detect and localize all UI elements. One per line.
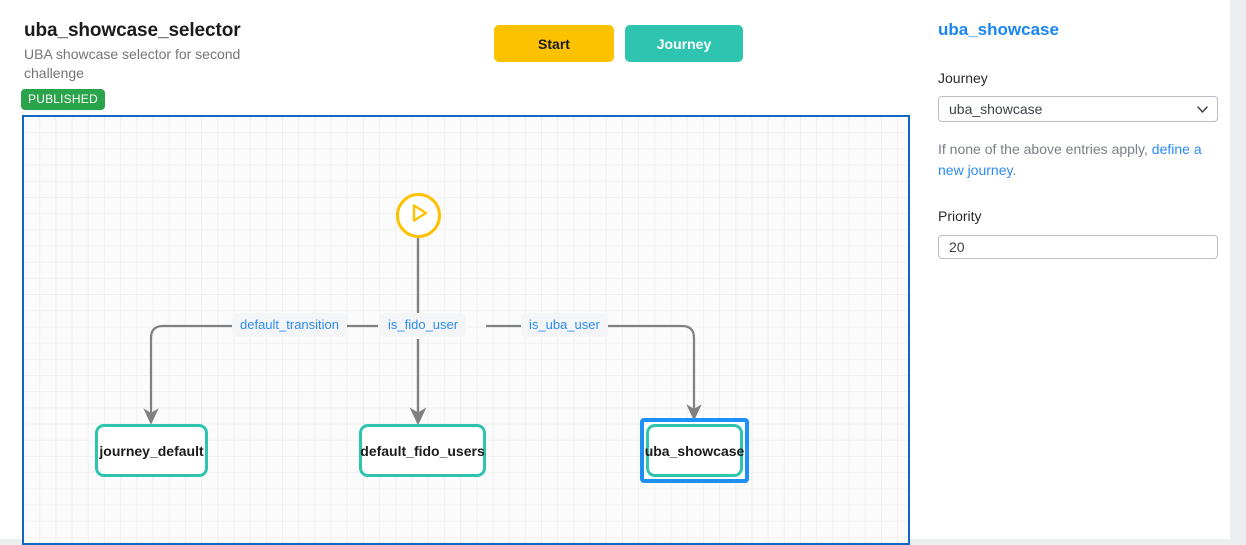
journey-hint: If none of the above entries apply, defi… [938,139,1223,181]
journey-hint-suffix: . [1012,162,1017,178]
page-subtitle: UBA showcase selector for second challen… [24,46,241,81]
journey-select[interactable]: uba_showcase [938,96,1218,122]
journey-field-label: Journey [938,70,988,86]
flow-canvas[interactable]: default_transition is_fido_user is_uba_u… [22,115,910,545]
flow-edges [143,238,702,426]
flow-node-journey-default[interactable]: journey_default [95,424,208,477]
page-title: uba_showcase_selector [24,20,241,41]
priority-field-label: Priority [938,208,982,224]
flow-node-uba-showcase[interactable]: uba_showcase [645,424,744,477]
play-circle-icon [408,202,430,229]
page-scrollbar[interactable] [1230,0,1246,539]
journey-hint-prefix: If none of the above entries apply, [938,141,1152,157]
start-button[interactable]: Start [494,25,614,62]
flow-node-default-fido-users[interactable]: default_fido_users [359,424,486,477]
journey-button[interactable]: Journey [625,25,743,62]
edge-label-is-uba-user[interactable]: is_uba_user [521,313,608,337]
edge-label-is-fido-user[interactable]: is_fido_user [380,313,467,337]
priority-input[interactable] [938,235,1218,259]
status-badge: PUBLISHED [21,89,105,110]
panel-title: uba_showcase [938,20,1059,39]
start-node[interactable] [396,193,441,238]
define-new-journey-link[interactable]: define a new journey [938,141,1202,178]
edge-label-default-transition[interactable]: default_transition [232,313,348,337]
